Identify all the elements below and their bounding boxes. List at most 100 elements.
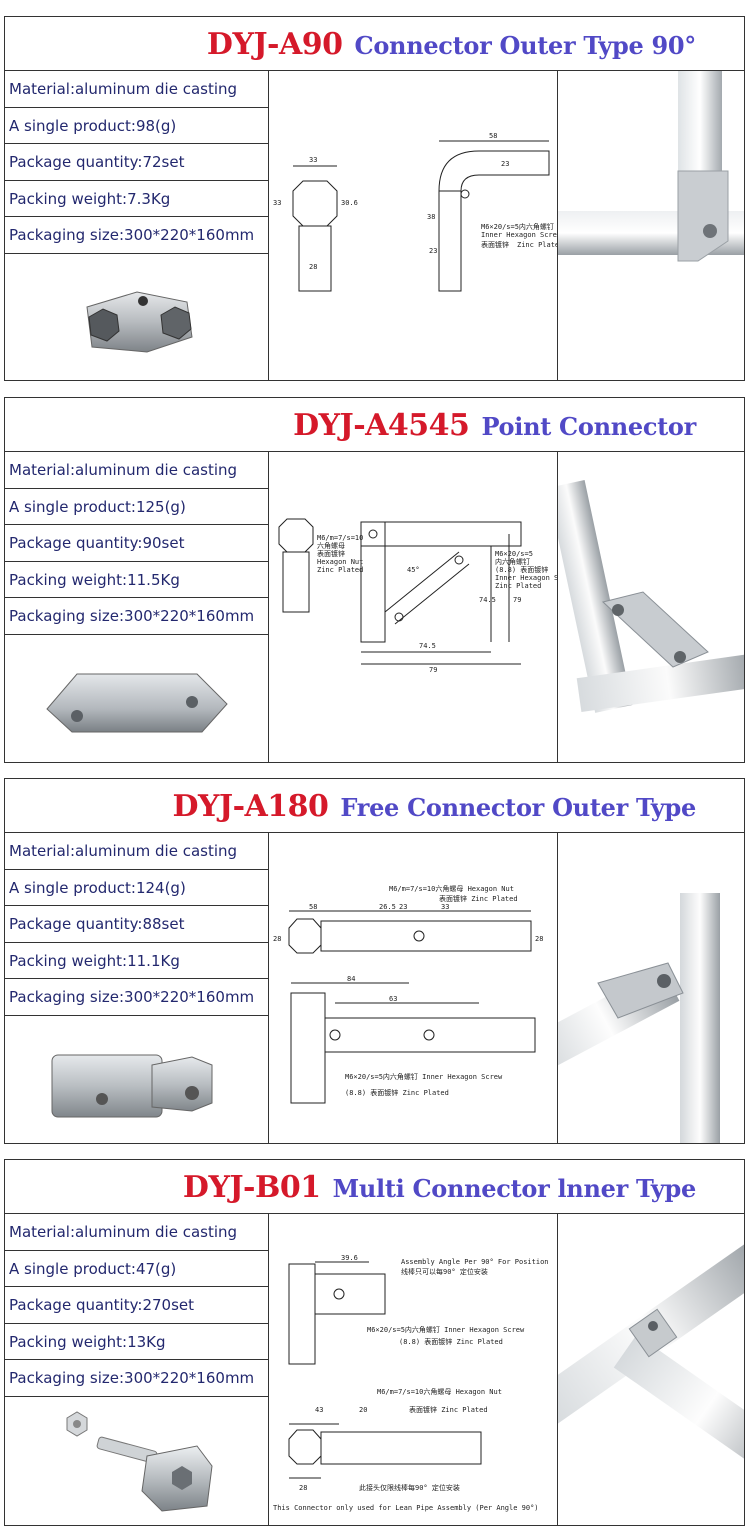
svg-text:79: 79 <box>429 666 437 674</box>
svg-text:23: 23 <box>399 903 407 911</box>
svg-text:M6/m=7/s=10六角螺母 Hexagon Nut: M6/m=7/s=10六角螺母 Hexagon Nut <box>377 1387 502 1396</box>
svg-text:M6/m=7/s=10六角螺母 Hexagon Nut: M6/m=7/s=10六角螺母 Hexagon Nut <box>389 884 514 893</box>
svg-text:(8.8) 表面镀锌: (8.8) 表面镀锌 <box>495 565 548 574</box>
spec-packing-weight: Packing weight:11.1Kg <box>5 943 268 980</box>
product-name: Free Connector Outer Type <box>340 793 696 822</box>
product-name: Connector Outer Type 90° <box>354 31 697 60</box>
technical-drawing: 33 33 30.6 28 58 23 38 23 M6×20/s=5内六角螺钉… <box>268 71 558 380</box>
svg-text:M6×20/s=5内六角螺钉: M6×20/s=5内六角螺钉 <box>481 222 554 231</box>
svg-text:Assembly Angle Per 90° For Po: Assembly Angle Per 90° For Position <box>401 1258 549 1266</box>
svg-text:28: 28 <box>273 935 281 943</box>
svg-text:(8.8) 表面镀锌 Zinc Plated: (8.8) 表面镀锌 Zinc Plated <box>345 1088 449 1097</box>
svg-text:23: 23 <box>429 247 437 255</box>
svg-text:63: 63 <box>389 995 397 1003</box>
svg-text:This Connector only used for L: This Connector only used for Lean Pipe A… <box>273 1504 539 1512</box>
spec-package-quantity: Package quantity:72set <box>5 144 268 181</box>
svg-text:六角螺母: 六角螺母 <box>317 541 345 550</box>
svg-text:线棒只可以每90° 定位安装: 线棒只可以每90° 定位安装 <box>401 1267 488 1276</box>
spec-packing-weight: Packing weight:7.3Kg <box>5 181 268 218</box>
spec-packaging-size: Packaging size:300*220*160mm <box>5 217 268 254</box>
svg-text:M6/m=7/s=10: M6/m=7/s=10 <box>317 534 363 542</box>
svg-text:M6×20/s=5内六角螺钉 Inner Hexagon: M6×20/s=5内六角螺钉 Inner Hexagon Screw <box>345 1072 503 1081</box>
svg-text:内六角螺钉: 内六角螺钉 <box>495 557 530 566</box>
svg-text:43: 43 <box>315 1406 323 1414</box>
svg-text:表面镀锌: 表面镀锌 <box>481 240 509 249</box>
product-title: DYJ-B01 Multi Connector lnner Type <box>5 1160 744 1214</box>
svg-text:84: 84 <box>347 975 355 983</box>
product-thumbnail <box>5 1397 268 1525</box>
spec-table: Material:aluminum die casting A single p… <box>5 71 268 254</box>
product-title: DYJ-A4545 Point Connector <box>5 398 744 452</box>
svg-text:Zinc Plated: Zinc Plated <box>517 241 557 249</box>
product-photo <box>558 71 744 380</box>
svg-text:表面镀锌 Zinc Plated: 表面镀锌 Zinc Plated <box>409 1405 488 1414</box>
spec-packaging-size: Packaging size:300*220*160mm <box>5 598 268 635</box>
spec-packaging-size: Packaging size:300*220*160mm <box>5 1360 268 1397</box>
spec-material: Material:aluminum die casting <box>5 71 268 108</box>
spec-material: Material:aluminum die casting <box>5 1214 268 1251</box>
product-name: Multi Connector lnner Type <box>332 1174 697 1203</box>
svg-text:28: 28 <box>309 263 317 271</box>
product-card-b01: DYJ-B01 Multi Connector lnner Type Materi… <box>4 1159 745 1526</box>
svg-text:26.5: 26.5 <box>379 903 396 911</box>
svg-text:33: 33 <box>273 199 281 207</box>
svg-text:表面镀锌 Zinc Plated: 表面镀锌 Zinc Plated <box>439 894 518 903</box>
product-thumbnail <box>5 635 268 762</box>
svg-text:33: 33 <box>441 903 449 911</box>
svg-text:30.6: 30.6 <box>341 199 358 207</box>
svg-text:Inner Hexagon Screw: Inner Hexagon Screw <box>495 574 557 582</box>
spec-material: Material:aluminum die casting <box>5 452 268 489</box>
spec-table: Material:aluminum die casting A single p… <box>5 1214 268 1397</box>
technical-drawing: M6/m=7/s=10 六角螺母 表面镀锌 Hexagon Nut Zinc P… <box>268 452 558 762</box>
product-thumbnail <box>5 254 268 380</box>
product-photo <box>558 1214 744 1525</box>
svg-text:38: 38 <box>427 213 435 221</box>
product-card-a4545: DYJ-A4545 Point Connector Material:alumin… <box>4 397 745 763</box>
spec-weight: A single product:125(g) <box>5 489 268 526</box>
product-code: DYJ-A90 <box>206 27 343 62</box>
product-code: DYJ-B01 <box>182 1170 321 1205</box>
spec-table: Material:aluminum die casting A single p… <box>5 452 268 635</box>
svg-text:58: 58 <box>309 903 317 911</box>
product-code: DYJ-A4545 <box>293 408 470 443</box>
spec-table: Material:aluminum die casting A single p… <box>5 833 268 1016</box>
svg-text:M6×20/s=5: M6×20/s=5 <box>495 550 533 558</box>
svg-text:此接头仅限线棒每90° 定位安装: 此接头仅限线棒每90° 定位安装 <box>359 1483 460 1492</box>
product-card-a90: DYJ-A90 Connector Outer Type 90° Material… <box>4 16 745 381</box>
svg-text:Zinc Plated: Zinc Plated <box>495 582 541 590</box>
svg-text:33: 33 <box>309 156 317 164</box>
svg-text:39.6: 39.6 <box>341 1254 358 1262</box>
product-title: DYJ-A180 Free Connector Outer Type <box>5 779 744 833</box>
svg-text:45°: 45° <box>407 566 420 574</box>
product-photo <box>558 833 744 1143</box>
spec-material: Material:aluminum die casting <box>5 833 268 870</box>
spec-package-quantity: Package quantity:88set <box>5 906 268 943</box>
svg-text:表面镀锌: 表面镀锌 <box>317 549 345 558</box>
product-photo <box>558 452 744 762</box>
product-name: Point Connector <box>481 412 696 441</box>
svg-text:M6×20/s=5内六角螺钉 Inner Hexagon: M6×20/s=5内六角螺钉 Inner Hexagon Screw <box>367 1325 525 1334</box>
svg-text:74.5: 74.5 <box>419 642 436 650</box>
svg-text:74.5: 74.5 <box>479 596 496 604</box>
spec-packing-weight: Packing weight:13Kg <box>5 1324 268 1361</box>
spec-weight: A single product:124(g) <box>5 870 268 907</box>
product-title: DYJ-A90 Connector Outer Type 90° <box>5 17 744 71</box>
svg-text:Zinc Plated: Zinc Plated <box>317 566 363 574</box>
svg-text:Hexagon Nut: Hexagon Nut <box>317 558 363 566</box>
svg-text:79: 79 <box>513 596 521 604</box>
technical-drawing: 39.6 Assembly Angle Per 90° For Position… <box>268 1214 558 1525</box>
technical-drawing: M6/m=7/s=10六角螺母 Hexagon Nut 表面镀锌 Zinc Pl… <box>268 833 558 1143</box>
svg-text:58: 58 <box>489 132 497 140</box>
spec-package-quantity: Package quantity:270set <box>5 1287 268 1324</box>
product-card-a180: DYJ-A180 Free Connector Outer Type Materi… <box>4 778 745 1144</box>
product-code: DYJ-A180 <box>172 789 329 824</box>
svg-text:Inner Hexagon Screw: Inner Hexagon Screw <box>481 231 557 239</box>
product-thumbnail <box>5 1016 268 1143</box>
svg-text:28: 28 <box>535 935 543 943</box>
svg-text:23: 23 <box>501 160 509 168</box>
svg-text:28: 28 <box>299 1484 307 1492</box>
spec-weight: A single product:47(g) <box>5 1251 268 1288</box>
svg-text:(8.8) 表面镀锌 Zinc Plated: (8.8) 表面镀锌 Zinc Plated <box>399 1337 503 1346</box>
spec-package-quantity: Package quantity:90set <box>5 525 268 562</box>
spec-packing-weight: Packing weight:11.5Kg <box>5 562 268 599</box>
